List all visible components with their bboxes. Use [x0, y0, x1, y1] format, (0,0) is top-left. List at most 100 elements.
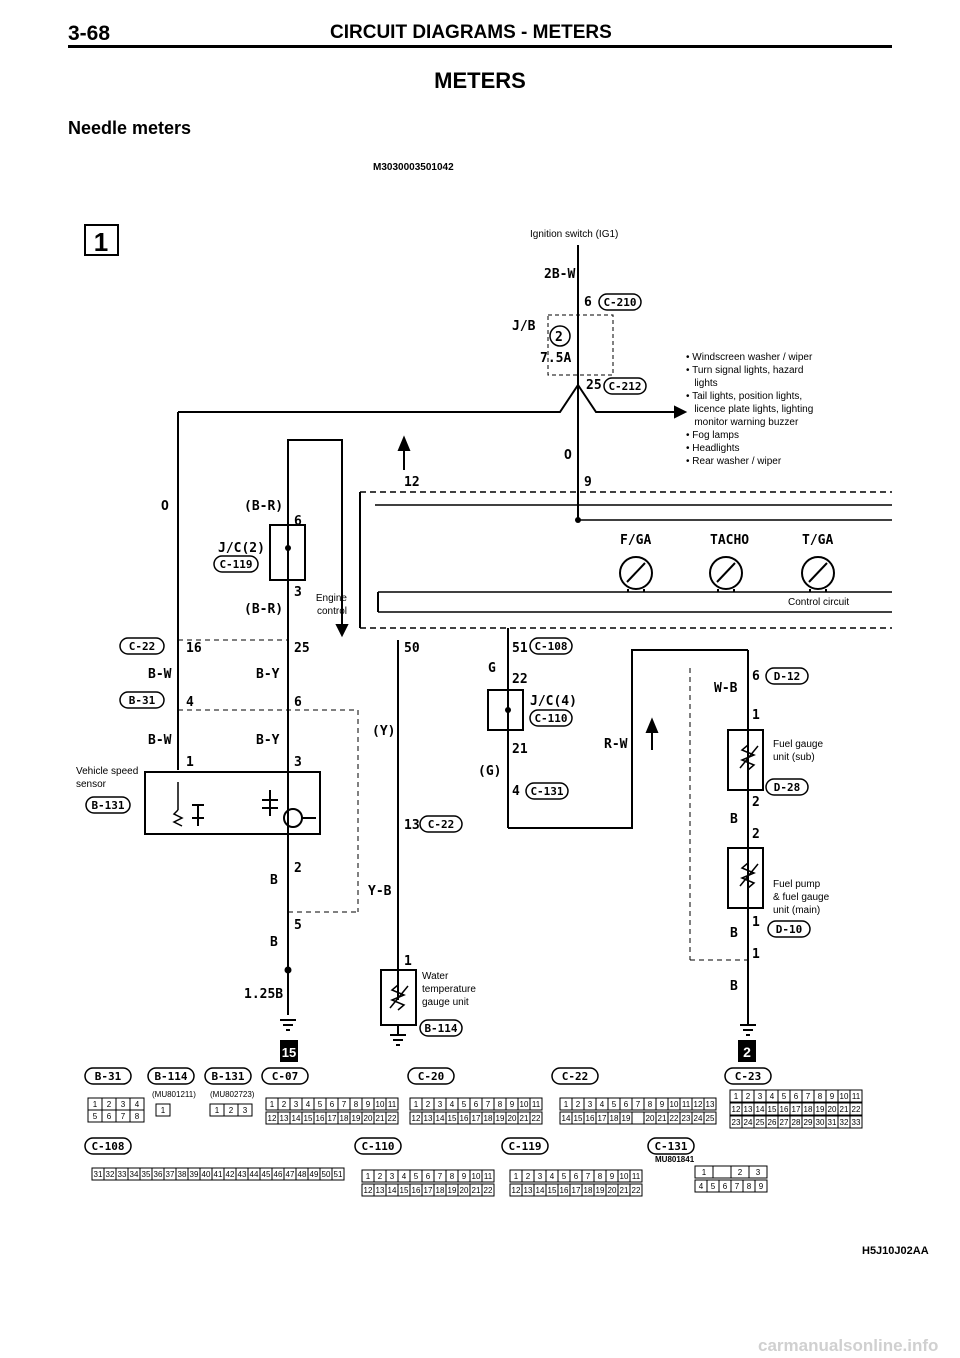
legend-c23-face-cell	[849, 1089, 863, 1103]
load-4: • Tail lights, position lights,	[686, 391, 802, 402]
legend-c23-face-pin: 5	[782, 1092, 787, 1101]
legend-c108-face-pin: 37	[166, 1170, 175, 1179]
conn-c212: C-212	[608, 380, 641, 393]
legend-c119-face-pin: 4	[550, 1172, 555, 1181]
legend-c119-face-cell	[629, 1183, 643, 1197]
legend-c110-face-pin: 11	[484, 1172, 493, 1181]
load-1: • Windscreen washer / wiper	[686, 352, 813, 363]
document-code: M3030003501042	[373, 162, 454, 173]
legend-c119-face-pin: 11	[632, 1172, 641, 1181]
legend-c23-face-pin: 14	[756, 1105, 765, 1114]
legend-part-1: (MU801211)	[152, 1090, 196, 1099]
pin-16: 16	[186, 641, 202, 656]
legend-c23: C-23	[735, 1070, 762, 1083]
legend-c23-face-pin: 23	[732, 1118, 741, 1127]
wire-by-1: B-Y	[256, 667, 280, 682]
legend-c119-face-pin: 15	[548, 1186, 557, 1195]
wire-o-right: O	[564, 448, 572, 463]
legend-c07-face-pin: 5	[318, 1100, 323, 1109]
wire-y: (Y)	[372, 724, 395, 739]
legend-c23-face-pin: 26	[768, 1118, 777, 1127]
fuse-number: 2	[555, 330, 563, 345]
legend-c22-face-pin: 11	[682, 1100, 691, 1109]
legend-c110-face-pin: 21	[472, 1186, 481, 1195]
pin-6-jc2: 6	[294, 514, 302, 529]
legend-c22-face-pin: 5	[612, 1100, 617, 1109]
legend-c23-face-pin: 27	[780, 1118, 789, 1127]
legend-c07-face-pin: 13	[280, 1114, 289, 1123]
legend-c119-face-pin: 22	[632, 1186, 641, 1195]
legend-c07-face-pin: 20	[364, 1114, 373, 1123]
legend-c22-face-pin: 9	[660, 1100, 665, 1109]
pin-12: 12	[404, 475, 420, 490]
wire-b-1: B	[270, 873, 278, 888]
legend-b31-face-cell	[129, 1109, 145, 1123]
legend-c07-face-pin: 7	[342, 1100, 347, 1109]
legend-c07-face-pin: 18	[340, 1114, 349, 1123]
legend-c22-face-pin: 17	[598, 1114, 607, 1123]
legend-c23-face-pin: 13	[744, 1105, 753, 1114]
legend-c110-face-pin: 13	[376, 1186, 385, 1195]
pin-2-fuel-main: 2	[752, 827, 760, 842]
wire-bw-1: B-W	[148, 667, 172, 682]
pin-6-d12: 6	[752, 669, 760, 684]
pin-6-b31: 6	[294, 695, 302, 710]
wire-wb: W-B	[714, 681, 738, 696]
legend-c110-face-pin: 6	[426, 1172, 431, 1181]
wire-br-2: (B-R)	[244, 602, 283, 617]
legend-part-2: (MU802723)	[210, 1090, 255, 1099]
water-label-1: Water	[422, 971, 449, 982]
legend-c108-face-pin: 51	[334, 1170, 343, 1179]
conn-c210: C-210	[603, 296, 636, 309]
figure-id: H5J10J02AA	[862, 1245, 929, 1257]
legend-c119-face-pin: 13	[524, 1186, 533, 1195]
legend-c07-face-pin: 16	[316, 1114, 325, 1123]
page-header: CIRCUIT DIAGRAMS - METERS	[330, 22, 612, 43]
legend-c20-face-pin: 21	[520, 1114, 529, 1123]
legend-c23-tag	[724, 1067, 772, 1085]
legend-c110-face-pin: 5	[414, 1172, 419, 1181]
pin-3-vss: 3	[294, 755, 302, 770]
legend-c119-tag	[501, 1137, 549, 1155]
legend-c108-face-pin: 45	[262, 1170, 271, 1179]
legend-c119-face-pin: 18	[584, 1186, 593, 1195]
legend-c131-face-pin: 9	[759, 1182, 764, 1191]
legend-c110-face-pin: 18	[436, 1186, 445, 1195]
legend-c22-face-cell	[703, 1111, 717, 1125]
vss-label-1: Vehicle speed	[76, 766, 138, 777]
legend-c07-face-pin: 22	[388, 1114, 397, 1123]
conn-c22-a: C-22	[129, 640, 156, 653]
legend-c22-face-cell	[703, 1097, 717, 1111]
legend-c110-face-cell	[481, 1169, 495, 1183]
wire-b-fuel-2: B	[730, 926, 738, 941]
legend-c22-face-pin: 18	[610, 1114, 619, 1123]
wire-yb: Y-B	[368, 884, 392, 899]
fuse-rating: 7.5A	[540, 351, 571, 366]
wire-bw-2: B-W	[148, 733, 172, 748]
legend-c07-face-pin: 2	[282, 1100, 287, 1109]
legend-c119-face-cell	[629, 1169, 643, 1183]
legend-c23-face-pin: 21	[840, 1105, 849, 1114]
legend-c23-face-pin: 29	[804, 1118, 813, 1127]
legend-c23-face-pin: 22	[852, 1105, 861, 1114]
conn-b131: B-131	[91, 799, 124, 812]
wire-rw: R-W	[604, 737, 628, 752]
legend-c20-face-pin: 16	[460, 1114, 469, 1123]
wire-b125: 1.25B	[244, 987, 283, 1002]
legend-c07-face-pin: 14	[292, 1114, 301, 1123]
pin-25-c22: 25	[294, 641, 310, 656]
engine-label-2: control	[317, 606, 347, 617]
conn-b31: B-31	[129, 694, 156, 707]
legend-c108-face-pin: 43	[238, 1170, 247, 1179]
legend-c108-face-pin: 40	[202, 1170, 211, 1179]
pin-1-vss: 1	[186, 755, 194, 770]
legend-c20-face-pin: 12	[412, 1114, 421, 1123]
pin-4-b31: 4	[186, 695, 194, 710]
fuel-main-label-2: & fuel gauge	[773, 892, 830, 903]
sheet-marker-15-box	[280, 1040, 298, 1062]
legend-c22: C-22	[562, 1070, 589, 1083]
legend-c110-face-pin: 4	[402, 1172, 407, 1181]
legend-c131: C-131	[654, 1140, 687, 1153]
legend-c108-face-cell	[331, 1167, 345, 1181]
legend-c108-face-pin: 31	[94, 1170, 103, 1179]
